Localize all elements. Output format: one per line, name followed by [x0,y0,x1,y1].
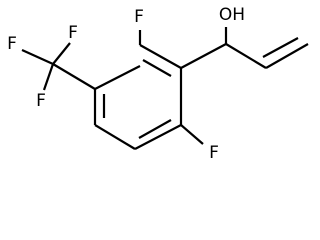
bond-cf3-f-left [21,48,54,66]
ring-inner-double-bond-1 [142,59,172,77]
ring-bond-c1-c2 [139,44,182,69]
atom-f-ring-bottom: F [209,143,219,163]
atom-f-cf3-top: F [68,23,78,43]
bond-carbinol-vinyl [225,43,267,69]
bond-cf3-f-top [52,42,71,65]
bond-ring-cf3 [52,63,96,90]
trifluoromethyl-group: F F F [7,23,96,111]
vinyl-double-bond-inner [262,37,299,58]
allyl-alcohol-chain: OH [180,5,309,69]
ring-fluorines: F F [134,7,219,163]
bond-ring-carbinol [180,43,227,69]
ring-bond-c3-c4 [134,124,182,150]
atom-f-cf3-left: F [7,34,17,54]
atom-f-ring-top: F [134,7,144,27]
ring-bond-c6-c1 [94,65,141,90]
molecule-structure-diagram: F F F F F OH [7,5,309,163]
bond-ring-f-bottom [180,124,204,145]
vinyl-double-bond-outer [265,43,309,69]
atom-f-cf3-bottom: F [36,91,46,111]
ring-bond-c4-c5 [94,124,136,150]
atom-hydroxyl: OH [219,5,245,25]
benzene-ring [93,44,183,150]
bond-cf3-f-bottom [42,63,55,91]
ring-inner-double-bond-2 [138,119,172,139]
